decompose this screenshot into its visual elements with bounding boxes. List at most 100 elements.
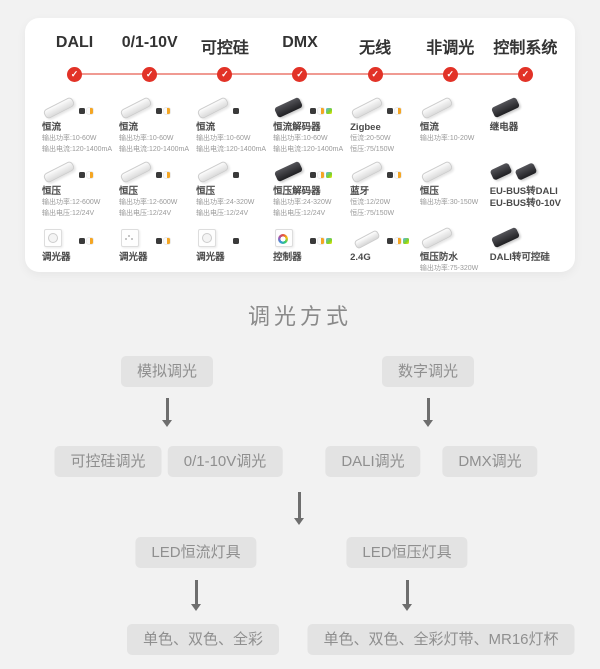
cct-icon: [164, 108, 171, 114]
timeline-cell: ✓: [488, 63, 563, 85]
driver-white: [119, 93, 153, 119]
column-header: 0/1-10V: [121, 34, 178, 51]
product-name: EU-BUS转DALI: [489, 186, 558, 197]
flow-box-cc-lamp: LED恒流灯具: [135, 537, 257, 568]
feature-badges: [233, 172, 240, 178]
cct-icon: [87, 238, 93, 244]
product-item: 调光器: [191, 221, 268, 267]
product-name: 蓝牙: [350, 186, 370, 197]
product-image-wrap: [273, 91, 343, 119]
cct-icon: [87, 108, 93, 114]
product-name: 恒压防水: [419, 252, 458, 263]
feature-badges: [233, 108, 240, 114]
product-item: 调光器: [37, 221, 114, 267]
product-image-wrap: [420, 221, 483, 249]
dim-icon: [387, 238, 394, 244]
product-name: 恒压: [196, 186, 216, 197]
product-name: 继电器: [489, 122, 519, 133]
product-item: 2.4G: [345, 221, 415, 267]
dim-icon: [233, 108, 240, 114]
dim-icon: [156, 238, 163, 244]
rgb-icon: [326, 172, 333, 178]
dimmer-knob: [42, 223, 76, 249]
driver-white: [196, 93, 230, 119]
product-name: 恒压: [42, 186, 62, 197]
product-image-wrap: [420, 91, 483, 119]
feature-badges: [310, 172, 333, 178]
flow-box-cc-output: 单色、双色、全彩: [126, 624, 280, 655]
cct-icon: [395, 238, 402, 244]
product-spec: 恒压:75/150W: [350, 210, 395, 218]
product-spec: 输出电流:120-1400mA: [273, 146, 344, 154]
product-spec: 输出功率:12-600W: [42, 199, 101, 207]
product-image-wrap: [42, 221, 112, 249]
flow-box-triac: 可控硅调光: [54, 446, 162, 477]
feature-badges: [156, 172, 171, 178]
product-image-wrap: [273, 155, 343, 183]
product-name: 恒压解码器: [273, 186, 321, 197]
timeline-cell: ✓: [187, 63, 262, 85]
driver-white: [420, 93, 454, 119]
product-image-wrap: [42, 91, 112, 119]
feature-badges: [156, 238, 171, 244]
product-name: 恒流: [419, 122, 439, 133]
product-spec: 输出功率:24-320W: [196, 199, 255, 207]
dim-icon: [233, 238, 240, 244]
driver-white: [42, 93, 76, 119]
product-image-wrap: [196, 155, 266, 183]
feature-badges: [79, 238, 93, 244]
dim-icon: [310, 172, 317, 178]
check-icon: ✓: [142, 66, 158, 82]
dim-icon: [310, 108, 317, 114]
product-spec: 输出电流:120-1400mA: [119, 146, 190, 154]
timeline: ✓✓✓✓✓✓✓: [37, 63, 563, 85]
product-item: 恒压防水输出功率:75-320W: [415, 221, 485, 272]
product-spec: 输出功率:75-320W: [419, 265, 479, 273]
product-image-wrap: [196, 91, 266, 119]
product-image-wrap: [420, 155, 483, 183]
arrow-down-icon: [423, 398, 433, 427]
cct-icon: [164, 238, 171, 244]
product-image-wrap: [196, 221, 266, 249]
dimmer-dots: [119, 223, 153, 249]
product-name: 控制器: [273, 252, 302, 263]
product-spec: 输出功率:24-320W: [273, 199, 332, 207]
timeline-cell: ✓: [338, 63, 413, 85]
driver-dark: [490, 93, 524, 119]
dim-icon: [156, 172, 163, 178]
column-header: DALI: [55, 34, 94, 51]
product-name: 恒流: [42, 122, 62, 133]
feature-badges: [387, 172, 402, 178]
product-item: 控制器: [268, 221, 345, 267]
product-name: 2.4G: [350, 252, 371, 263]
product-spec: 输出功率:10-60W: [119, 135, 174, 143]
arrow-down-icon: [191, 580, 201, 611]
product-spec: 输出功率:30-150W: [419, 199, 479, 207]
column-header: 控制系统: [493, 40, 558, 57]
product-image-wrap: [119, 221, 189, 249]
product-spec: 恒压:75/150W: [350, 146, 395, 154]
driver-white: [42, 157, 76, 183]
product-spec: 输出电压:12/24V: [42, 210, 95, 218]
product-name: 恒流: [196, 122, 216, 133]
cct-icon: [318, 172, 325, 178]
product-name: 恒流解码器: [273, 122, 321, 133]
driver-white: [350, 157, 384, 183]
product-image-wrap: [119, 91, 189, 119]
product-name: 调光器: [119, 252, 148, 263]
timeline-cell: ✓: [262, 63, 337, 85]
cct-icon: [395, 108, 402, 114]
product-item: 恒流输出功率:10-20W: [415, 91, 485, 155]
flow-box-cv-output: 单色、双色、全彩灯带、MR16灯杯: [307, 624, 575, 655]
check-icon: ✓: [292, 66, 308, 82]
driver-white: [420, 157, 454, 183]
